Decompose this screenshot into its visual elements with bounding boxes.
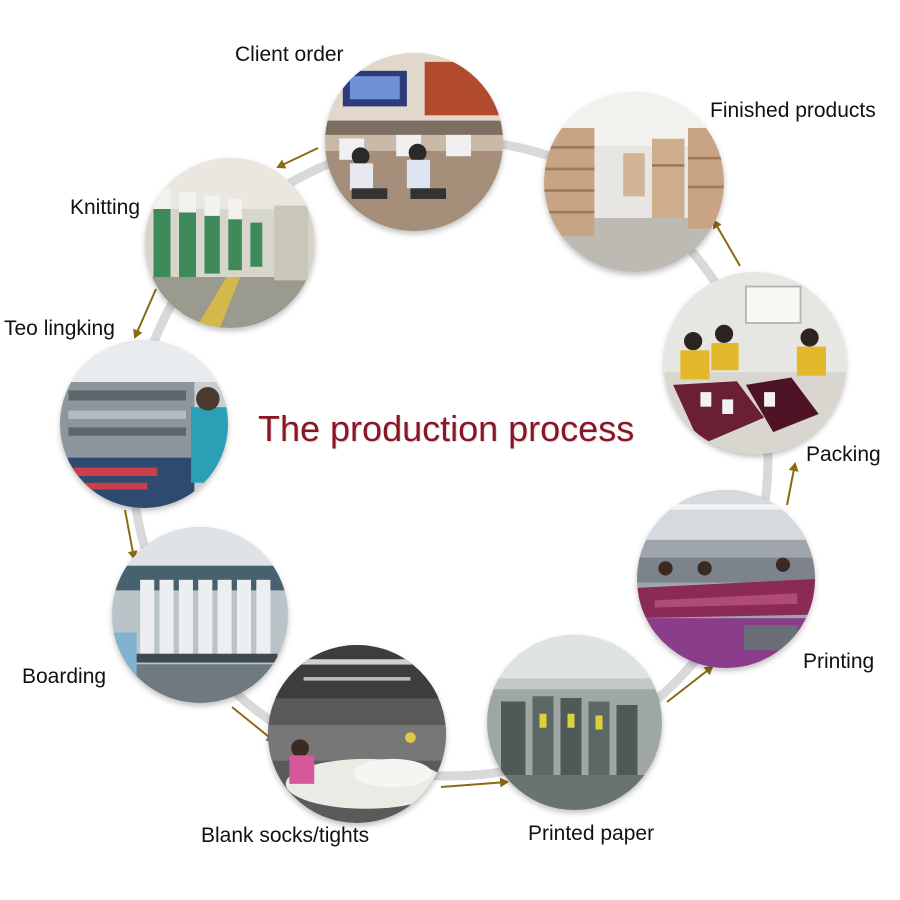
arrow-teo-lingking-to-boarding bbox=[124, 509, 138, 560]
arrow-printed-paper-to-printing bbox=[666, 665, 714, 703]
printed-paper-photo bbox=[487, 635, 662, 810]
arrow-knitting-to-teo-lingking bbox=[133, 288, 157, 339]
diagram-title: The production process bbox=[258, 408, 635, 449]
printing-label: Printing bbox=[803, 650, 875, 673]
client-order-photo bbox=[325, 53, 503, 231]
knitting-label: Knitting bbox=[70, 196, 141, 219]
boarding-label: Boarding bbox=[22, 665, 107, 688]
boarding-photo bbox=[112, 527, 288, 703]
blank-socks-photo bbox=[268, 645, 446, 823]
knitting-photo bbox=[145, 158, 315, 328]
teo-lingking-label: Teo lingking bbox=[4, 317, 115, 340]
arrow-client-order-to-knitting bbox=[276, 147, 319, 169]
arrow-printing-to-packing bbox=[786, 462, 799, 506]
printing-photo bbox=[637, 490, 815, 668]
finished-products-photo bbox=[544, 92, 724, 272]
arrow-packing-to-finished-products bbox=[712, 219, 741, 267]
arrow-boarding-to-blank-socks bbox=[231, 706, 276, 743]
blank-socks-label: Blank socks/tights bbox=[201, 824, 370, 847]
packing-photo bbox=[664, 272, 846, 454]
printed-paper-label: Printed paper bbox=[528, 822, 655, 845]
teo-lingking-photo bbox=[60, 340, 228, 508]
finished-products-label: Finished products bbox=[710, 99, 876, 122]
client-order-label: Client order bbox=[235, 43, 344, 66]
arrow-blank-socks-to-printed-paper bbox=[440, 777, 509, 788]
packing-label: Packing bbox=[806, 443, 881, 466]
